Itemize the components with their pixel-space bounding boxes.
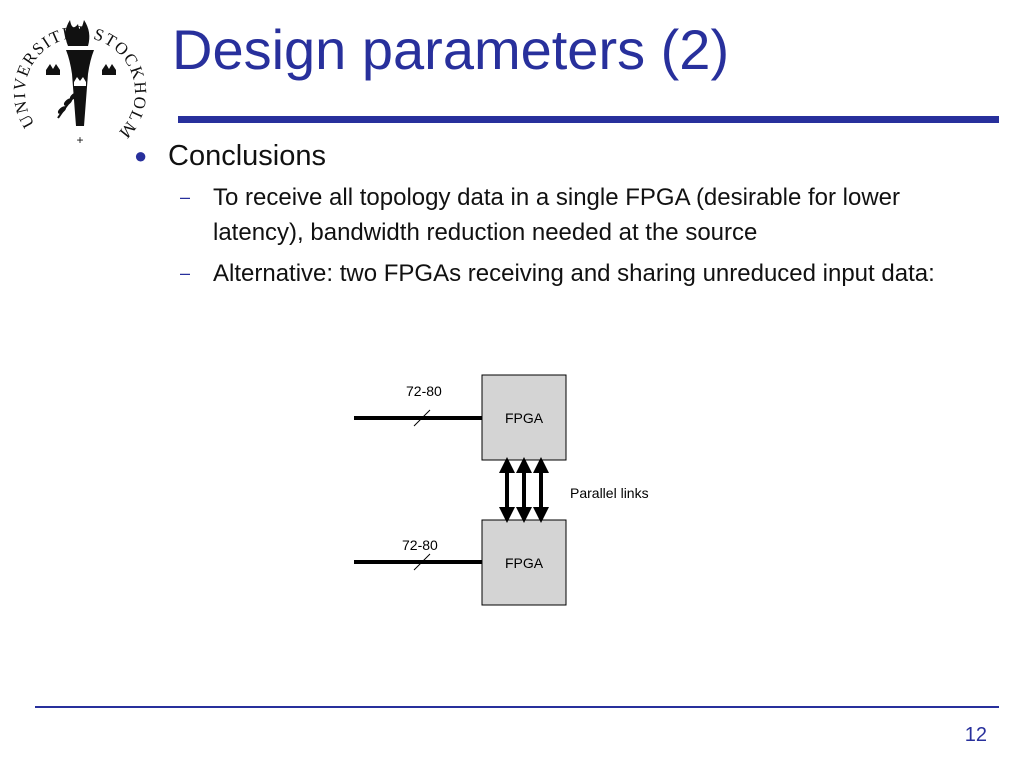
top-fpga-box [481, 374, 567, 461]
top-bus-slash [413, 409, 431, 427]
bottom-input-label: 72-80 [402, 537, 438, 553]
bottom-fpga-label: FPGA [505, 555, 544, 571]
slide-title: Design parameters (2) [172, 18, 730, 81]
bottom-bus-slash [413, 553, 431, 571]
top-fpga-label: FPGA [505, 410, 544, 426]
title-underline [178, 116, 999, 123]
bullet-marker-icon: ● [134, 143, 148, 168]
sub-bullet-item: – Alternative: two FPGAs receiving and s… [130, 256, 973, 291]
page-number: 12 [964, 724, 987, 746]
dash-marker-icon: – [180, 187, 191, 207]
bullet-list: ● Conclusions – To receive all topology … [130, 138, 980, 291]
sub-bullet-item: – To receive all topology data in a sing… [130, 180, 973, 250]
dash-marker-icon: – [180, 263, 191, 283]
sub-bullet-text: To receive all topology data in a single… [213, 184, 901, 246]
svg-text:+: + [76, 133, 83, 147]
top-input-label: 72-80 [406, 383, 442, 399]
footer-rule [35, 706, 999, 708]
bullet-text: Conclusions [168, 140, 326, 172]
bottom-fpga-box [481, 519, 567, 606]
sub-bullet-text: Alternative: two FPGAs receiving and sha… [213, 260, 935, 287]
fpga-diagram: 72-80 FPGA 72-80 FPGA Parallel links [354, 374, 649, 606]
parallel-links-label: Parallel links [570, 485, 649, 501]
bullet-item-conclusions: ● Conclusions [130, 138, 980, 174]
stockholm-university-seal-icon: UNIVERSITET STOCKHOLMS + [10, 10, 149, 147]
